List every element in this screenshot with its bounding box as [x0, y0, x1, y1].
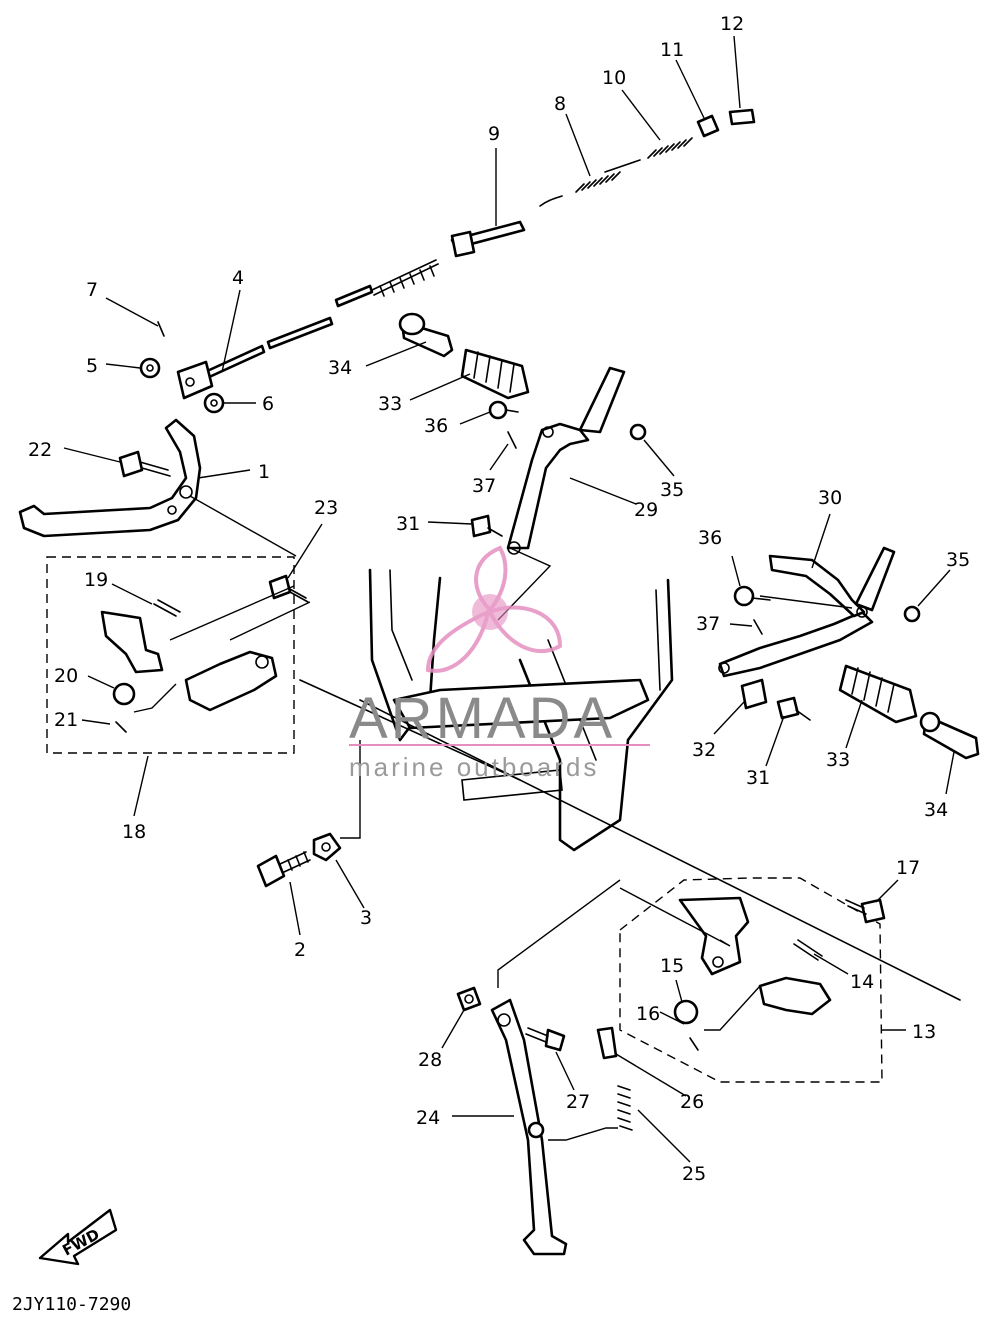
footrest-13: [673, 896, 832, 1051]
cotter-7: [157, 321, 165, 337]
washer-35a: [629, 423, 647, 441]
nut-3: [312, 832, 342, 862]
rod-9: [450, 159, 641, 258]
callout-28: 28: [418, 1049, 442, 1071]
callout-34a: 34: [328, 357, 352, 379]
callout-33a: 33: [378, 393, 402, 415]
bolt-2: [256, 851, 311, 888]
callout-12: 12: [720, 13, 744, 35]
callout-35b: 35: [946, 549, 970, 571]
callout-13: 13: [912, 1021, 936, 1043]
wing-nut-12: [728, 108, 756, 126]
watermark: ARMADA marine outboards: [349, 545, 650, 782]
brake-pedal-1: [18, 418, 202, 538]
callout-23: 23: [314, 497, 338, 519]
callout-labels: 1 2 3 4 5 6 7 8 9 10 11 12 13 14 15 16 1…: [28, 13, 970, 1185]
peg-34b: [919, 711, 980, 760]
callout-32: 32: [692, 739, 716, 761]
spring-10: [647, 137, 693, 159]
footrest-18: [100, 599, 278, 733]
bracket-32: [740, 678, 768, 710]
callout-31a: 31: [396, 513, 420, 535]
cotter-37b: [753, 619, 763, 635]
frame: [299, 568, 961, 1001]
fwd-label: FWD: [59, 1225, 102, 1259]
nut-28: [456, 986, 482, 1012]
spring-25: [617, 1085, 633, 1131]
callout-37a: 37: [472, 475, 496, 497]
parts-drawing: [18, 108, 980, 1256]
watermark-brand: ARMADA: [349, 686, 615, 751]
rubber-33a: [460, 348, 530, 400]
callout-8: 8: [554, 93, 566, 115]
callout-15: 15: [660, 955, 684, 977]
washer-35b: [903, 605, 921, 623]
watermark-logo-icon: [425, 545, 563, 673]
callout-33b: 33: [826, 749, 850, 771]
washer-6: [203, 392, 225, 414]
spring-8: [575, 171, 621, 193]
callout-16: 16: [636, 1003, 660, 1025]
diagram-code: 2JY110-7290: [12, 1294, 131, 1315]
pin-36a: [488, 400, 519, 420]
step-29: [506, 366, 626, 555]
callout-27: 27: [566, 1091, 590, 1113]
nut-11: [696, 114, 720, 138]
callout-21: 21: [54, 709, 78, 731]
watermark-tagline: marine outboards: [349, 752, 599, 782]
callout-36b: 36: [698, 527, 722, 549]
callout-24: 24: [416, 1107, 440, 1129]
callout-20: 20: [54, 665, 78, 687]
pin-36b: [733, 585, 771, 607]
callout-30: 30: [818, 487, 842, 509]
callout-17: 17: [896, 857, 920, 879]
rubber-33b: [838, 664, 918, 724]
callout-18: 18: [122, 821, 146, 843]
callout-10: 10: [602, 67, 626, 89]
callout-1: 1: [258, 461, 270, 483]
callout-29: 29: [634, 499, 658, 521]
callout-5: 5: [86, 355, 98, 377]
callout-31b: 31: [746, 767, 770, 789]
fwd-arrow-icon: FWD: [38, 1208, 118, 1266]
callout-25: 25: [682, 1163, 706, 1185]
bolt-23: [268, 574, 309, 603]
bolt-17: [845, 898, 886, 924]
bolt-31a: [470, 514, 503, 538]
callout-9: 9: [488, 123, 500, 145]
callout-7: 7: [86, 279, 98, 301]
sidestand-24: [490, 998, 568, 1256]
bolt-22: [118, 450, 171, 478]
callout-26: 26: [680, 1091, 704, 1113]
callout-22: 22: [28, 439, 52, 461]
callout-2: 2: [294, 939, 306, 961]
callout-4: 4: [232, 267, 244, 289]
callout-11: 11: [660, 39, 684, 61]
callout-36a: 36: [424, 415, 448, 437]
callout-19: 19: [84, 569, 108, 591]
bolt-27: [525, 1027, 566, 1052]
callout-34b: 34: [924, 799, 948, 821]
step-30: [718, 546, 896, 678]
plate-26: [596, 1026, 618, 1060]
brake-rod: [176, 259, 439, 400]
cotter-37a: [507, 431, 517, 449]
pin-5: [139, 357, 161, 379]
callout-37b: 37: [696, 613, 720, 635]
callout-6: 6: [262, 393, 274, 415]
bolt-31b: [776, 696, 811, 721]
callout-3: 3: [360, 907, 372, 929]
callout-leaders: [63, 35, 955, 1163]
callout-35a: 35: [660, 479, 684, 501]
peg-34a: [398, 312, 454, 358]
callout-14: 14: [850, 971, 874, 993]
